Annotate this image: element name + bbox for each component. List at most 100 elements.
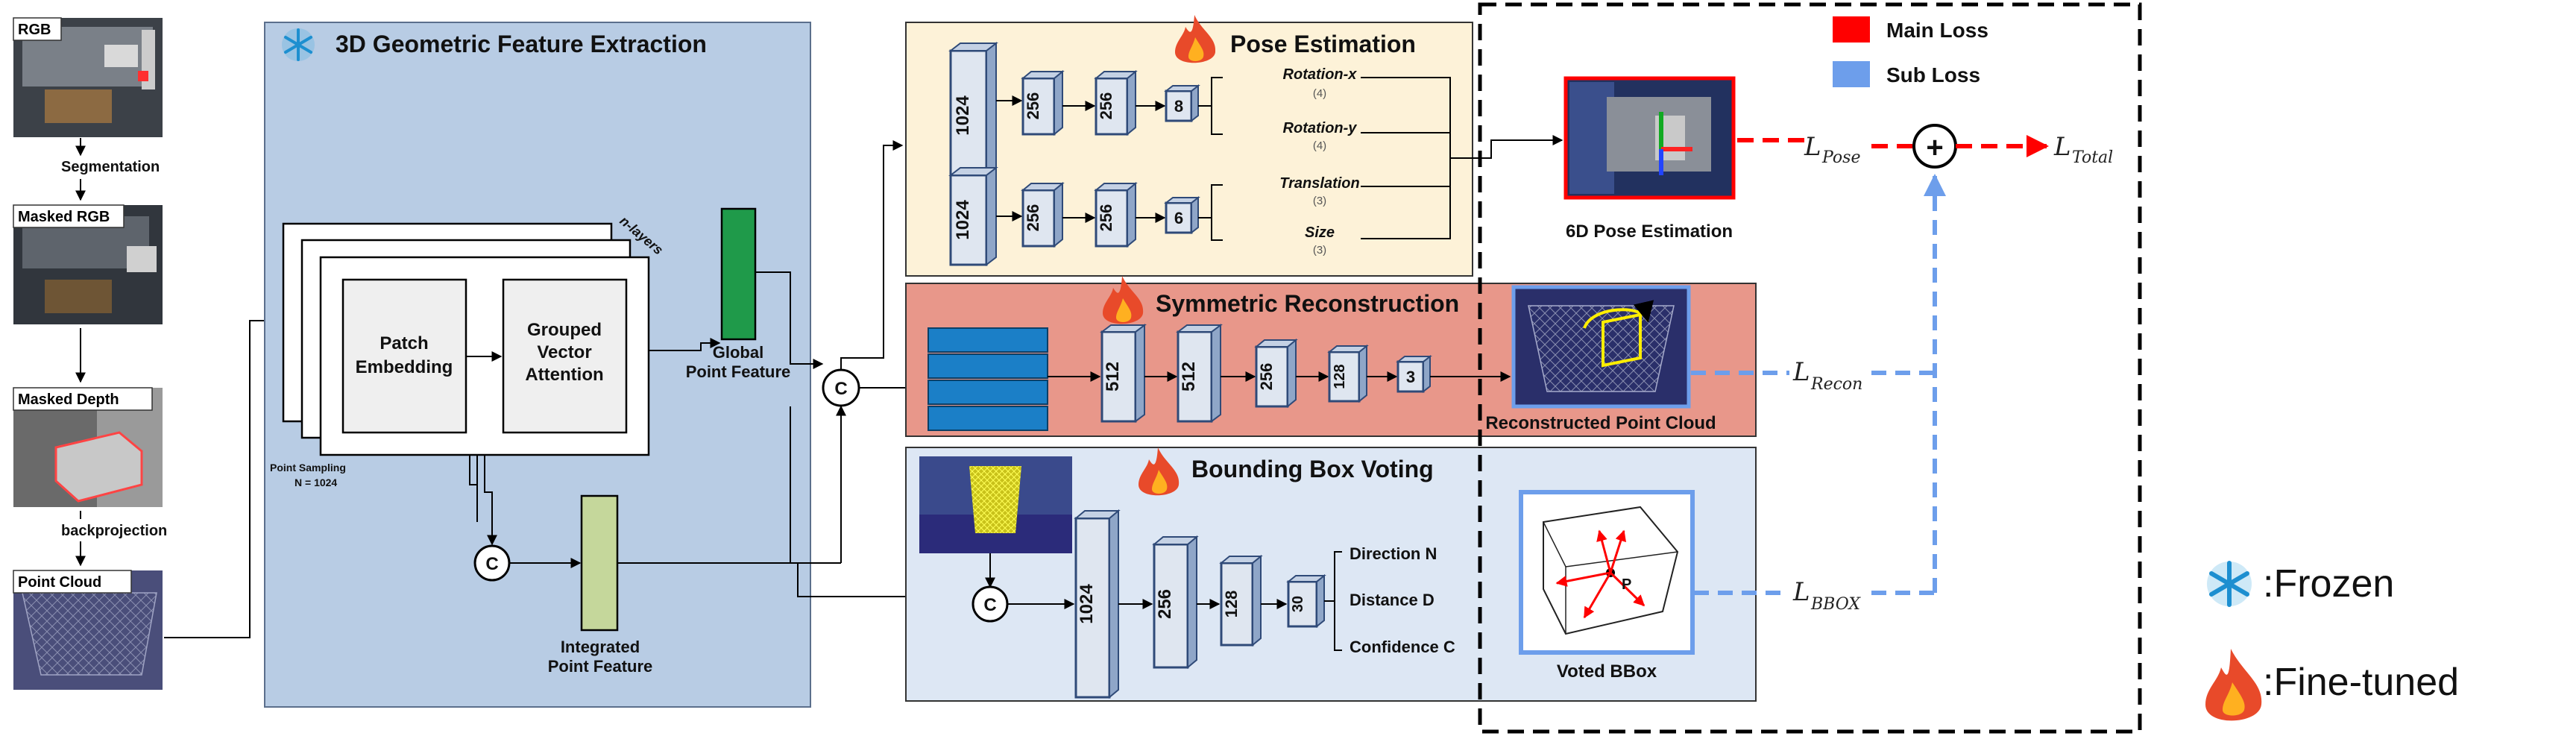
frozen-legend: :Frozen [2207,561,2394,607]
global-point-feature-line2: Point Feature [686,362,791,381]
pose-estimation-panel: Pose Estimation 1024 256 256 [905,15,1736,277]
fine-tuned-legend: :Fine-tuned [2205,649,2459,721]
integrated-concat-label: C [485,554,498,574]
loss-recon: L Recon [1792,357,1862,394]
bbox-output-confidence: Confidence C [1350,638,1455,656]
integrated-concat-node: C [473,544,511,582]
pose-row1-dim-4: 8 [1174,97,1183,116]
global-point-feature-bar [720,207,757,341]
frozen-legend-label: :Frozen [2263,562,2394,606]
output-rotation-x: Rotation-x [1283,66,1358,83]
point-sampling-line1: Point Sampling [270,462,346,474]
snowflake-icon [282,28,315,61]
rgb-label: RGB [18,22,51,38]
pose-row2-dim-3: 256 [1097,204,1115,232]
loss-total-sub: Total [2072,148,2113,167]
integrated-point-feature-line2: Point Feature [548,657,653,676]
bbox-block-128: 128 [1219,554,1263,647]
fire-icon [1175,15,1216,63]
pose-row1-block-8: 8 [1164,84,1200,123]
input-column: RGB Segmentation Masked RGB Masked Depth… [13,17,167,690]
recon-result-image [1511,285,1691,409]
output-translation-dim: (3) [1313,195,1326,207]
main-loss-label: Main Loss [1886,19,1988,42]
fire-icon [2205,649,2262,721]
point-cloud-label: Point Cloud [18,574,101,591]
fire-icon [1103,276,1144,324]
pose-row2-block-6: 6 [1164,195,1200,235]
snowflake-icon [2207,561,2252,607]
pose-row1-block-1024: 1024 [948,41,998,183]
pose-row2-dim-4: 6 [1174,209,1183,227]
loss-recon-base: L [1792,357,1810,387]
bbox-concat-node: C [971,585,1009,623]
voted-bbox-label: Voted BBox [1557,661,1657,682]
point-sampling-line2: N = 1024 [295,477,337,488]
bbox-dim-4: 30 [1290,596,1306,612]
output-rotation-y: Rotation-y [1283,120,1358,136]
loss-recon-sub: Recon [1810,375,1862,394]
loss-total-base: L [2053,132,2071,162]
output-rotation-y-dim: (4) [1313,139,1326,152]
main-concat-node: C [822,368,860,407]
backprojection-label: backprojection [61,523,167,539]
gva-line1: Grouped [527,320,602,340]
recon-input-stack [928,327,1048,431]
bbox-output-direction: Direction N [1350,544,1437,563]
bbox-block-1024: 1024 [1074,509,1121,699]
output-rotation-x-dim: (4) [1313,87,1326,100]
pose-row2-dim-1: 1024 [953,200,973,240]
symmetric-reconstruction-title: Symmetric Reconstruction [1156,290,1459,317]
recon-block-3: 3 [1396,354,1432,394]
pose-row2-dim-2: 256 [1024,204,1042,232]
fire-icon [1139,447,1180,496]
patch-embedding-block: Patch Embedding [341,278,467,434]
pose-estimation-title: Pose Estimation [1230,31,1416,57]
bbox-input-image [919,456,1072,553]
loss-pose-sub: Pose [1821,148,1860,167]
pose-result-label: 6D Pose Estimation [1566,221,1733,242]
recon-block-512b: 512 [1176,324,1223,423]
recon-dim-1: 512 [1103,362,1123,391]
bbox-output-distance: Distance D [1350,591,1435,609]
loss-bbox: L BBOX [1792,577,1861,614]
loss-region-border [1478,2,2142,734]
recon-dim-3: 256 [1257,363,1276,391]
point-cloud-image: Point Cloud [13,570,163,690]
global-point-feature-line1: Global [713,343,763,362]
pose-row2: 1024 256 256 6 [948,166,1200,267]
patch-embedding-line2: Embedding [356,357,453,377]
loss-bbox-base: L [1792,577,1810,607]
loss-legend: Main Loss Sub Loss [1833,16,1988,87]
recon-dim-4: 128 [1332,364,1348,389]
pose-row2-block-256b: 256 [1094,181,1138,248]
main-loss-swatch [1833,16,1870,43]
pose-row1-dim-1: 1024 [953,95,973,136]
output-translation: Translation [1279,175,1359,192]
grouped-vector-attention-block: Grouped Vector Attention [502,278,628,434]
bbox-dim-2: 256 [1155,589,1175,619]
bbox-voting-panel: Bounding Box Voting C 1024 256 [905,447,1757,702]
recon-dim-5: 3 [1406,368,1415,386]
output-size: Size [1305,224,1335,241]
bbox-concat-label: C [983,595,996,615]
rgb-image: RGB [13,17,163,137]
bbox-block-30: 30 [1286,573,1326,629]
recon-block-512a: 512 [1100,324,1147,423]
sum-node: + [1912,124,1957,169]
integrated-point-feature-line1: Integrated [561,638,640,656]
loss-total: L Total [2053,132,2113,167]
feature-extraction-panel: 3D Geometric Feature Extraction n-layers… [264,22,811,708]
masked-rgb-image: Masked RGB [13,204,163,324]
recon-block-256: 256 [1254,338,1298,409]
pose-row1-block-256b: 256 [1094,69,1138,136]
sum-node-plus: + [1926,131,1943,164]
main-concat-label: C [834,379,847,399]
integrated-point-feature-bar [580,494,619,632]
bbox-dim-3: 128 [1222,591,1241,618]
loss-pose-base: L [1804,132,1821,162]
feature-extraction-title: 3D Geometric Feature Extraction [336,31,707,57]
recon-result-label: Reconstructed Point Cloud [1485,413,1716,433]
